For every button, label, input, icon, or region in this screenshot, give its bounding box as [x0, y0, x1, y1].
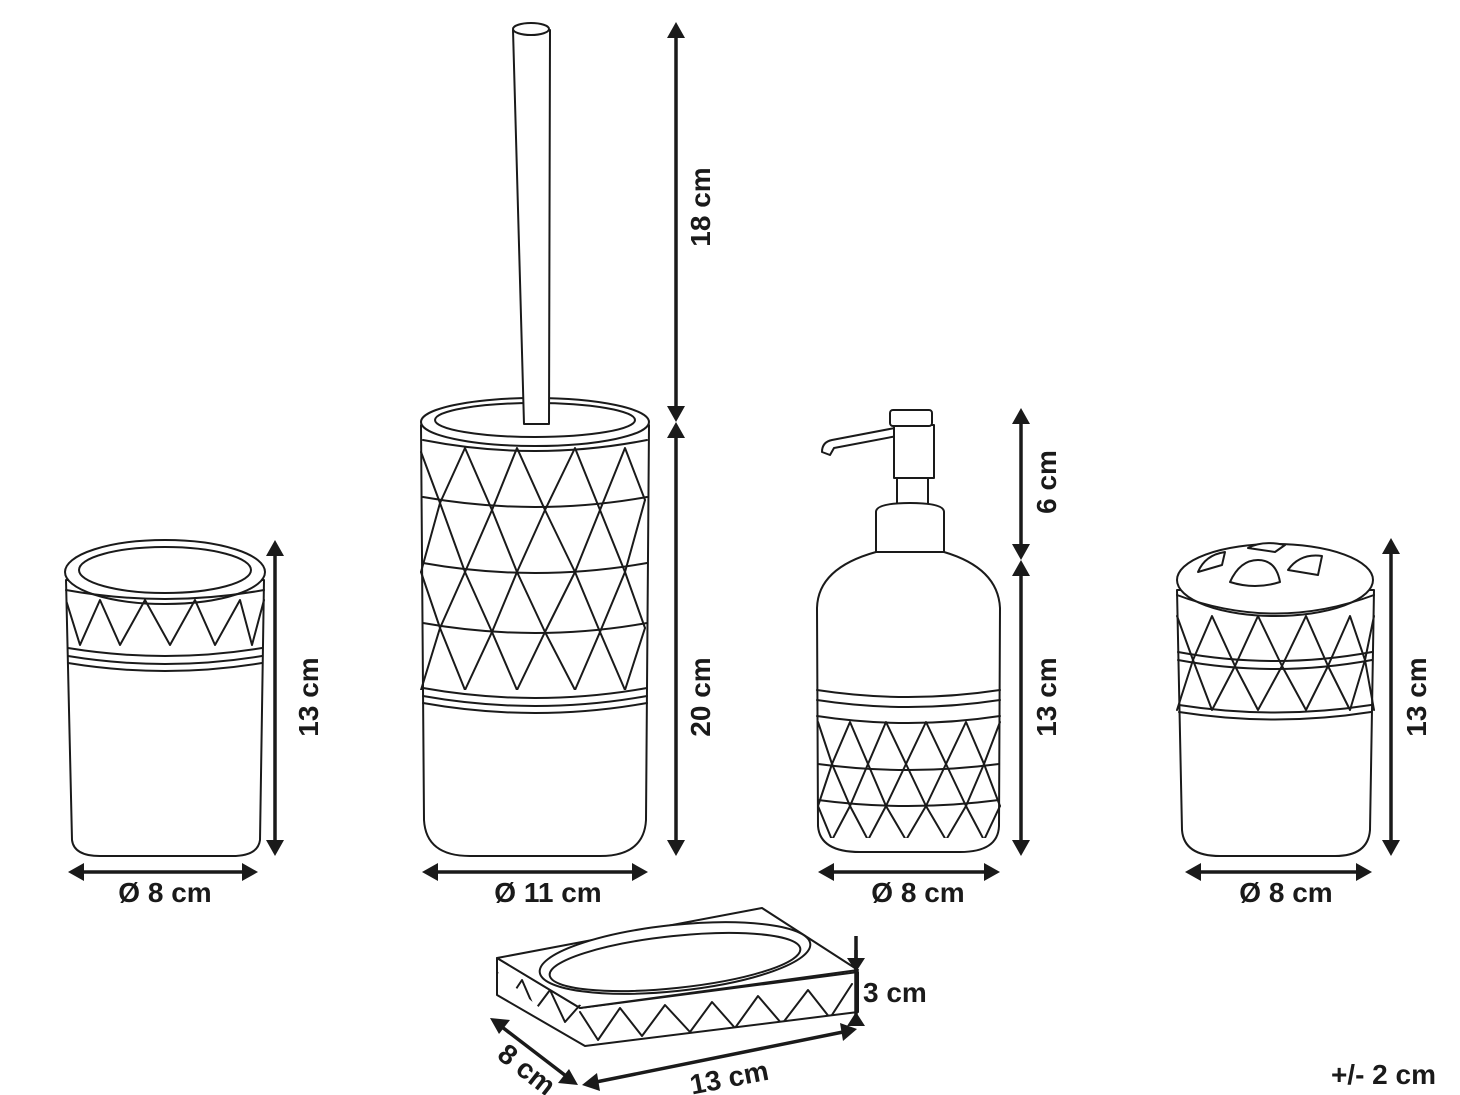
soap-dish: [496, 907, 859, 1047]
soap-pump-height-label: 6 cm: [1031, 450, 1062, 514]
toothbrush-diameter-label: Ø 8 cm: [1239, 877, 1332, 908]
soap-dispenser: [816, 409, 1001, 853]
brush-holder-height-label: 20 cm: [685, 657, 716, 736]
dish-height-label: 3 cm: [863, 977, 927, 1008]
brush-handle-height-label: 18 cm: [685, 167, 716, 246]
soap-diameter-label: Ø 8 cm: [871, 877, 964, 908]
tolerance-note: +/- 2 cm: [1331, 1059, 1436, 1090]
cup-height-label: 13 cm: [293, 657, 324, 736]
dimension-lines: [68, 22, 1400, 1091]
soap-bottle-height-label: 13 cm: [1031, 657, 1062, 736]
toilet-brush: [420, 22, 650, 857]
brush-diameter-label: Ø 11 cm: [494, 877, 601, 908]
cup-diameter-label: Ø 8 cm: [118, 877, 211, 908]
toothbrush-height-label: 13 cm: [1401, 657, 1432, 736]
toothbrush-holder: [1176, 542, 1375, 857]
cup: [64, 539, 266, 857]
